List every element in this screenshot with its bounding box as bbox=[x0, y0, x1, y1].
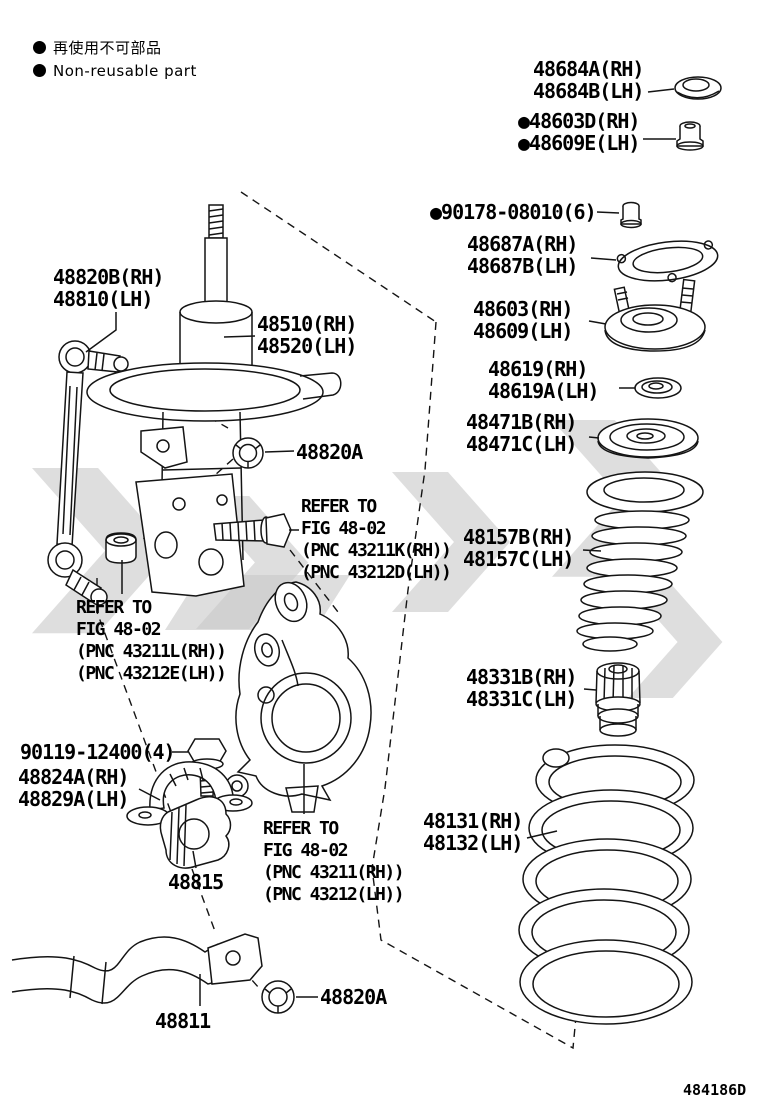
part-label-48820b: 48820B(RH) 48810(LH) bbox=[53, 265, 164, 311]
refer-note-43211: REFER TO FIG 48-02 (PNC 43211(RH)) (PNC … bbox=[263, 818, 405, 905]
figure-code: 484186D bbox=[683, 1081, 747, 1099]
part-label-90119: 90119-12400(4) bbox=[20, 740, 176, 764]
part-label-48510: 48510(RH) 48520(LH) bbox=[257, 312, 357, 358]
bolt-drawing-upper bbox=[213, 513, 292, 548]
part-label-48471: 48471B(RH) 48471C(LH) bbox=[466, 410, 577, 456]
dust-boot-drawing bbox=[576, 471, 704, 652]
bump-stopper-drawing bbox=[595, 662, 641, 737]
spring-seat-drawing bbox=[597, 418, 699, 459]
part-label-48331: 48331B(RH) 48331C(LH) bbox=[466, 665, 577, 711]
legend-row-jp: 再使用不可部品 bbox=[33, 36, 197, 59]
part-label-48824a: 48824A(RH) 48829A(LH) bbox=[18, 765, 129, 811]
part-label-48815: 48815 bbox=[168, 870, 224, 894]
part-label-48603d: ●48603D(RH) ●48609E(LH) bbox=[518, 109, 640, 155]
assembly-dashed-outline bbox=[240, 191, 578, 1050]
legend: 再使用不可部品 Non-reusable part bbox=[33, 36, 197, 82]
support-mount-drawing bbox=[604, 278, 706, 352]
part-label-48603: 48603(RH) 48609(LH) bbox=[473, 297, 573, 343]
non-reusable-bullet-icon bbox=[33, 64, 46, 77]
cap-drawing bbox=[674, 76, 722, 100]
legend-text-jp: 再使用不可部品 bbox=[53, 39, 162, 57]
part-label-48157: 48157B(RH) 48157C(LH) bbox=[463, 525, 574, 571]
part-label-48684: 48684A(RH) 48684B(LH) bbox=[533, 57, 644, 103]
leader-lines bbox=[85, 88, 676, 1006]
stabilizer-link-drawing bbox=[47, 340, 129, 606]
stabilizer-bar-drawing bbox=[11, 933, 263, 1005]
part-label-48687: 48687A(RH) 48687B(LH) bbox=[467, 232, 578, 278]
non-reusable-bullet-icon bbox=[33, 41, 46, 54]
part-label-48820a-lower: 48820A bbox=[320, 985, 387, 1009]
part-label-48131: 48131(RH) 48132(LH) bbox=[423, 809, 523, 855]
refer-note-43211l: REFER TO FIG 48-02 (PNC 43211L(RH)) (PNC… bbox=[76, 597, 227, 684]
legend-text-en: Non-reusable part bbox=[53, 61, 197, 80]
part-label-48811: 48811 bbox=[155, 1009, 211, 1033]
bushing-drawing-small bbox=[105, 532, 137, 564]
legend-row-en: Non-reusable part bbox=[33, 59, 197, 82]
bearing-drawing bbox=[634, 377, 682, 399]
shock-absorber-drawing bbox=[86, 204, 342, 597]
refer-note-43211k: REFER TO FIG 48-02 (PNC 43211K(RH)) (PNC… bbox=[301, 496, 452, 583]
nut-48820a-upper-drawing bbox=[232, 437, 264, 469]
nut-90178-drawing bbox=[620, 201, 642, 229]
gasket-drawing bbox=[616, 240, 719, 283]
coil-spring-drawing bbox=[518, 744, 695, 1025]
stabilizer-bushing-drawing bbox=[159, 796, 232, 869]
nut-48603d-drawing bbox=[676, 121, 704, 151]
part-label-90178: ●90178-08010(6) bbox=[430, 200, 597, 224]
part-label-48820a-upper: 48820A bbox=[296, 440, 363, 464]
nut-48820a-lower-drawing bbox=[261, 980, 295, 1014]
part-label-48619: 48619(RH) 48619A(LH) bbox=[488, 357, 599, 403]
